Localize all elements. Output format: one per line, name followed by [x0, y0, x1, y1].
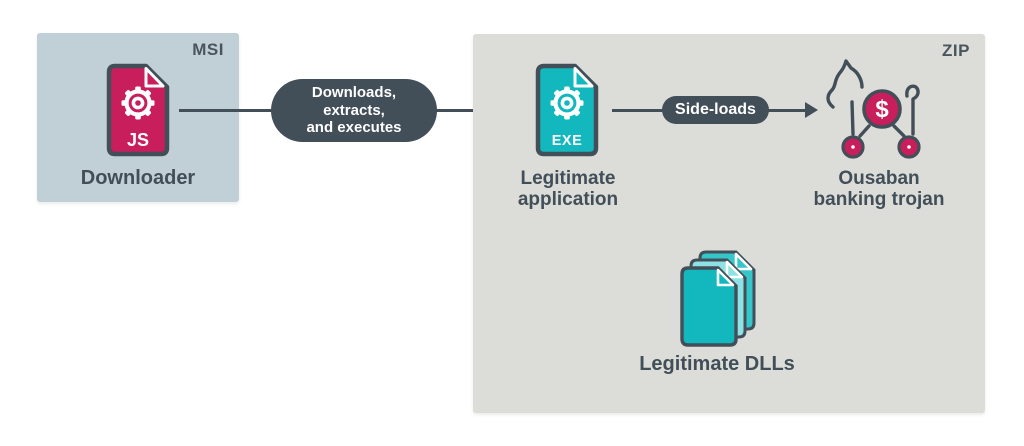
- horse-back-strut: [892, 124, 906, 138]
- dll-stack-icon: [680, 250, 756, 347]
- front-wheel-hub: [851, 145, 855, 149]
- front-sheet: [680, 266, 738, 347]
- dollar-symbol: $: [875, 96, 889, 123]
- file-type-text: EXE: [552, 133, 583, 149]
- msi-tag: MSI: [192, 40, 224, 59]
- js-file-icon: JS: [106, 63, 170, 157]
- zip-tag: ZIP: [942, 41, 970, 60]
- legitimate-dlls-label: Legitimate DLLs: [639, 353, 795, 375]
- horse-front-leg: [850, 100, 855, 136]
- file-type-text: JS: [127, 130, 149, 150]
- arrow-sideloads-head: [805, 102, 818, 118]
- side-loads-pill: Side-loads: [662, 96, 769, 124]
- gear-icon: [121, 86, 155, 120]
- gear-icon: [550, 86, 584, 120]
- horse-front-strut: [858, 124, 871, 138]
- legitimate-application-label: Legitimate application: [517, 168, 619, 211]
- back-wheel-hub: [907, 145, 911, 149]
- trojan-horse-icon: $: [826, 59, 921, 159]
- horse-head-outline: [826, 59, 864, 109]
- horse-tail: [905, 84, 920, 136]
- coin-icon: [862, 89, 902, 129]
- exe-file-icon: EXE: [535, 63, 599, 157]
- downloads-extracts-executes-pill: Downloads, extracts, and executes: [271, 79, 437, 142]
- folded-corner: [573, 67, 594, 88]
- ousaban-trojan-label: Ousaban banking trojan: [813, 168, 945, 211]
- folded-corner: [144, 67, 165, 88]
- downloader-label: Downloader: [80, 167, 196, 189]
